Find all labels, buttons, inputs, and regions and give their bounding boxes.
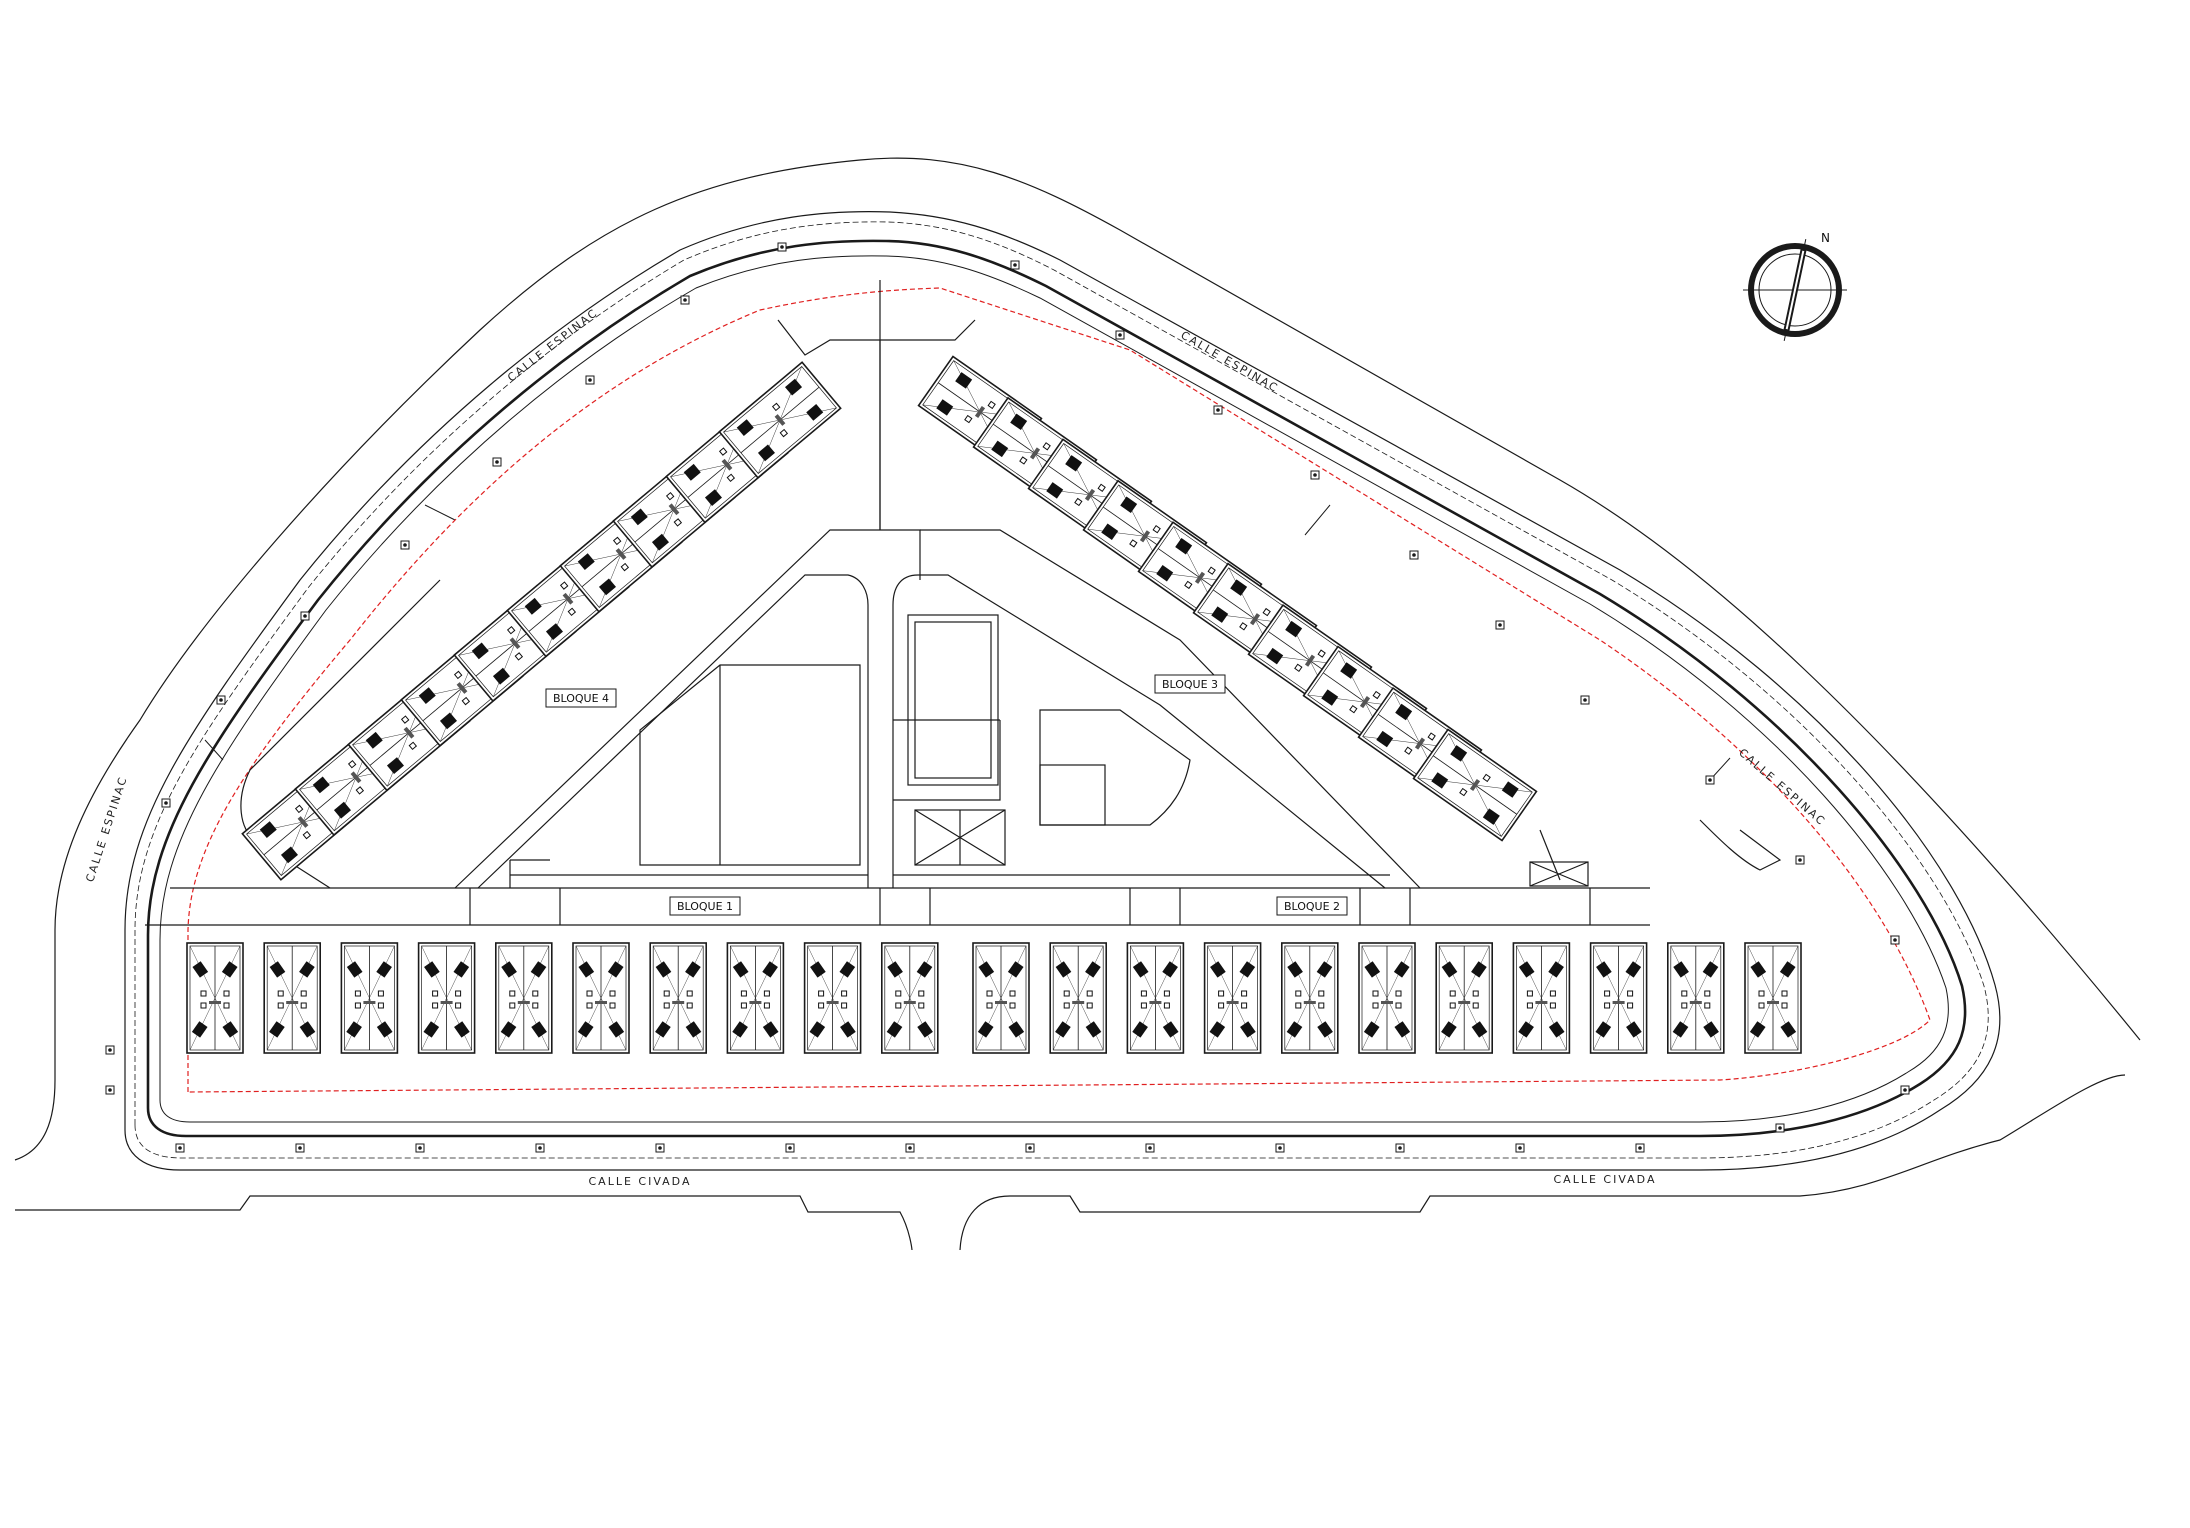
- street-light-icon: [492, 457, 502, 467]
- dwelling-unit: [880, 942, 939, 1054]
- street-light-icon: [1010, 260, 1020, 270]
- label-bloque-1-text: BLOQUE 1: [677, 900, 733, 913]
- dwelling-unit: [186, 942, 244, 1054]
- label-bloque-2: BLOQUE 2: [1276, 896, 1348, 916]
- sidewalk-lines: [124, 211, 2001, 1171]
- street-light-icon: [1495, 620, 1505, 630]
- street-light-icon: [1705, 775, 1715, 785]
- street-label-espinac-north: CALLE ESPINAC: [1178, 329, 1281, 396]
- street-light-icon: [105, 1045, 115, 1055]
- street-light-icon: [1515, 1143, 1525, 1153]
- street-light-icon: [295, 1143, 305, 1153]
- street-light-icon: [1025, 1143, 1035, 1153]
- label-bloque-4: BLOQUE 4: [545, 688, 617, 708]
- street-light-icon: [400, 540, 410, 550]
- street-light-icon: [1275, 1143, 1285, 1153]
- dwelling-unit: [1744, 942, 1802, 1054]
- street-light-icon: [1115, 330, 1125, 340]
- street-light-icon: [1310, 470, 1320, 480]
- street-light-icon: [777, 242, 787, 252]
- bloque-2-units: [972, 942, 1802, 1054]
- street-light-icon: [1635, 1143, 1645, 1153]
- street-light-icon: [1900, 1085, 1910, 1095]
- street-light-icon: [1145, 1143, 1155, 1153]
- dwelling-unit: [572, 942, 630, 1054]
- street-light-icon: [415, 1143, 425, 1153]
- street-light-icon: [655, 1143, 665, 1153]
- street-label-civada-left: CALLE CIVADA: [589, 1175, 692, 1188]
- dwelling-unit: [1667, 942, 1725, 1054]
- label-bloque-3: BLOQUE 3: [1154, 674, 1226, 694]
- street-light-icon: [1890, 935, 1900, 945]
- street-light-icon: [585, 375, 595, 385]
- dwelling-unit: [1589, 942, 1648, 1054]
- street-light-icon: [1795, 855, 1805, 865]
- north-arrow-icon: [1743, 239, 1847, 341]
- bloque-3-units: [917, 355, 1538, 842]
- street-light-icon: [680, 295, 690, 305]
- street-light-icon: [535, 1143, 545, 1153]
- street-light-icon: [1775, 1123, 1785, 1133]
- street-light-icon: [905, 1143, 915, 1153]
- street-label-espinac-far-west: CALLE ESPINAC: [83, 774, 130, 884]
- dwelling-unit: [1049, 942, 1107, 1054]
- plot-boundary: [187, 287, 1931, 1093]
- street-light-icon: [785, 1143, 795, 1153]
- dwelling-unit: [494, 942, 553, 1054]
- street-light-icon: [1213, 405, 1223, 415]
- street-label-espinac-east: CALLE ESPINAC: [1736, 746, 1828, 829]
- street-light-icon: [161, 798, 171, 808]
- dwelling-unit: [1358, 942, 1416, 1054]
- dwelling-unit: [1203, 942, 1262, 1054]
- street-light-icon: [105, 1085, 115, 1095]
- dwelling-unit: [417, 942, 476, 1054]
- label-bloque-3-text: BLOQUE 3: [1162, 678, 1218, 691]
- street-light-icon: [300, 611, 310, 621]
- label-bloque-2-text: BLOQUE 2: [1284, 900, 1340, 913]
- dwelling-unit: [263, 942, 322, 1054]
- dwelling-unit: [1281, 942, 1339, 1054]
- dwelling-unit: [972, 942, 1030, 1054]
- street-light-icon: [175, 1143, 185, 1153]
- label-bloque-4-text: BLOQUE 4: [553, 692, 609, 705]
- dwelling-unit: [726, 942, 785, 1054]
- internal-roads: [145, 280, 1782, 926]
- street-label-civada-right: CALLE CIVADA: [1554, 1173, 1657, 1186]
- bloque-1-units: [186, 942, 939, 1054]
- street-light-icon: [1409, 550, 1419, 560]
- street-light-icon: [1580, 695, 1590, 705]
- street-lights: [105, 242, 1910, 1153]
- north-label: N: [1821, 231, 1830, 245]
- bloque-4-units: [241, 361, 842, 881]
- dwelling-unit: [649, 942, 708, 1054]
- dwelling-unit: [1435, 942, 1493, 1054]
- dwelling-unit: [1512, 942, 1571, 1054]
- street-light-icon: [1395, 1143, 1405, 1153]
- dwelling-unit: [340, 942, 399, 1054]
- street-curbs: [14, 157, 2141, 1251]
- dwelling-unit: [1126, 942, 1185, 1054]
- dwelling-unit: [803, 942, 862, 1054]
- street-light-icon: [216, 695, 226, 705]
- label-bloque-1: BLOQUE 1: [669, 896, 741, 916]
